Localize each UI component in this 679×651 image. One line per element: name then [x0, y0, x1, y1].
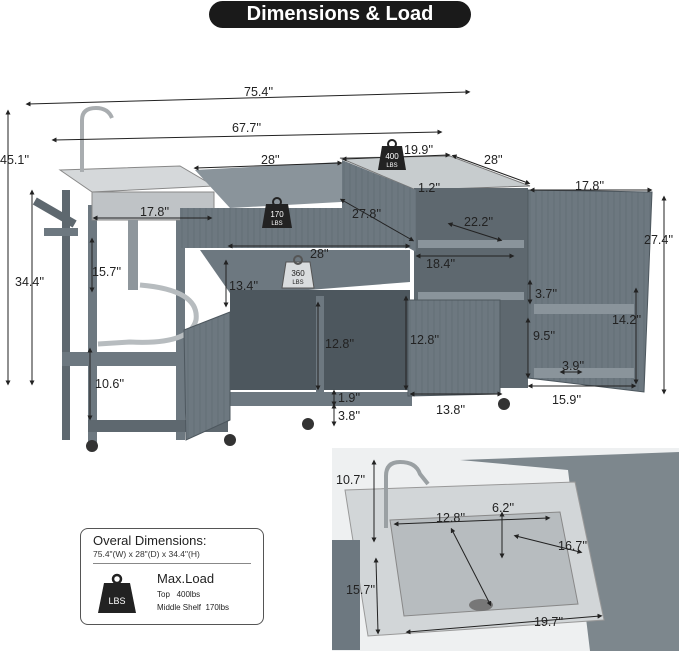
dim-lower-cab-width: 13.8''	[436, 403, 465, 417]
drain-hose	[97, 282, 199, 347]
dim-cab-diag: 22.2''	[464, 215, 493, 229]
dim-shelf-depth: 3.9''	[562, 359, 584, 373]
right-inner-shelf-2	[418, 292, 524, 300]
weight-badge-top: 400 LBS	[378, 139, 406, 170]
dim-mid-gap: 13.4''	[229, 279, 258, 293]
dim-wheel-height: 3.8''	[338, 409, 360, 423]
badge-top-unit: LBS	[386, 163, 397, 169]
legend-middle-load: Middle Shelf 170lbs	[157, 603, 230, 612]
right-lower-door	[407, 299, 501, 397]
dim-door-lower-width: 15.9''	[552, 393, 581, 407]
dim-center-depth: 28''	[261, 153, 280, 167]
sink-detail-inset	[332, 448, 679, 651]
dim-floor-gap: 1.9''	[338, 391, 360, 405]
dim-lower-height: 12.8''	[325, 337, 354, 351]
legend-max-load: Max.Load	[157, 571, 215, 586]
wheel-icon	[224, 434, 236, 446]
weight-badge-middle: 170 LBS	[262, 197, 292, 228]
dim-cab-inner-width: 18.4''	[426, 257, 455, 271]
badge-low-num: 360	[291, 269, 305, 278]
left-lower-door	[183, 311, 231, 441]
left-bottom-shelf	[62, 352, 187, 366]
wheel-icon	[86, 440, 98, 452]
wheel-icon	[302, 418, 314, 430]
dim-right-lower-height: 12.8''	[410, 333, 439, 347]
right-inner-shelf	[418, 240, 524, 248]
inset-left-leg	[332, 540, 360, 650]
dimension-lines	[5, 89, 667, 427]
left-front-leg	[88, 205, 97, 445]
dim-counter-height: 34.4''	[15, 275, 44, 289]
dim-total-width: 19.7''	[534, 615, 563, 629]
dim-faucet-height: 10.7''	[336, 473, 365, 487]
dim-basin-width: 12.8''	[436, 511, 465, 525]
dim-door-height: 27.4''	[644, 233, 673, 247]
door-shelf-upper	[534, 304, 634, 314]
door-shelf-lower	[534, 368, 634, 378]
towel-rack	[32, 197, 77, 228]
dim-total-height: 45.1''	[0, 153, 29, 167]
legend-header: Overal Dimensions:	[93, 533, 207, 548]
inset-dim-lines	[371, 459, 603, 635]
left-rear-leg	[62, 190, 70, 440]
legend-top-load: Top 400lbs	[157, 590, 201, 599]
legend-divider	[93, 563, 251, 564]
badge-mid-num: 170	[270, 210, 284, 219]
dim-gap-top: 1.2''	[418, 181, 440, 195]
sink-right-leg	[176, 200, 185, 440]
weight-icon-text: LBS	[108, 596, 125, 606]
center-base	[230, 392, 412, 406]
inset-faucet	[384, 459, 430, 528]
dim-sink-width: 17.8''	[140, 205, 169, 219]
badge-mid-unit: LBS	[271, 221, 282, 227]
drain-icon	[469, 599, 493, 611]
dim-door-width: 17.8''	[575, 179, 604, 193]
dim-sink-left-height: 15.7''	[92, 265, 121, 279]
dim-left-bottom: 10.6''	[95, 377, 124, 391]
center-divider	[316, 296, 324, 396]
wheel-icon	[498, 398, 510, 410]
legend-size-line: 75.4"(W) x 28"(D) x 34.4"(H)	[93, 549, 200, 559]
faucet	[80, 105, 114, 172]
dim-center-shelf-width: 28''	[310, 247, 329, 261]
dim-inner-width: 67.7''	[232, 121, 261, 135]
dim-overall-width: 75.4''	[244, 85, 273, 99]
dim-center-diag: 27.8''	[352, 207, 381, 221]
dimension-labels: 75.4'' 67.7'' 45.1'' 34.4'' 28'' 19.9'' …	[0, 85, 673, 423]
dim-basin-depth: 6.2''	[492, 501, 514, 515]
inset-dim-labels: 10.7'' 12.8'' 6.2'' 16.7'' 15.7'' 19.7''	[336, 473, 587, 629]
inset-wood-side	[460, 452, 679, 651]
dim-right-top-width: 19.9''	[404, 143, 433, 157]
weight-icon: LBS	[98, 573, 136, 613]
dim-side-height: 15.7''	[346, 583, 375, 597]
drain-pipe	[128, 220, 138, 290]
dim-right-depth: 28''	[484, 153, 503, 167]
badge-top-num: 400	[385, 152, 399, 161]
dim-door-shelf-height: 14.2''	[612, 313, 641, 327]
weight-badge-lower: 360 LBS	[281, 255, 315, 289]
dim-shelf-3: 3.7''	[535, 287, 557, 301]
dim-inner-shelf: 9.5''	[533, 329, 555, 343]
badge-low-unit: LBS	[292, 280, 303, 286]
towel-bar	[44, 228, 78, 236]
overall-dimensions-legend: Overal Dimensions: 75.4"(W) x 28"(D) x 3…	[80, 528, 264, 625]
page-title: Dimensions & Load	[209, 1, 471, 28]
dim-basin-length: 16.7''	[558, 539, 587, 553]
